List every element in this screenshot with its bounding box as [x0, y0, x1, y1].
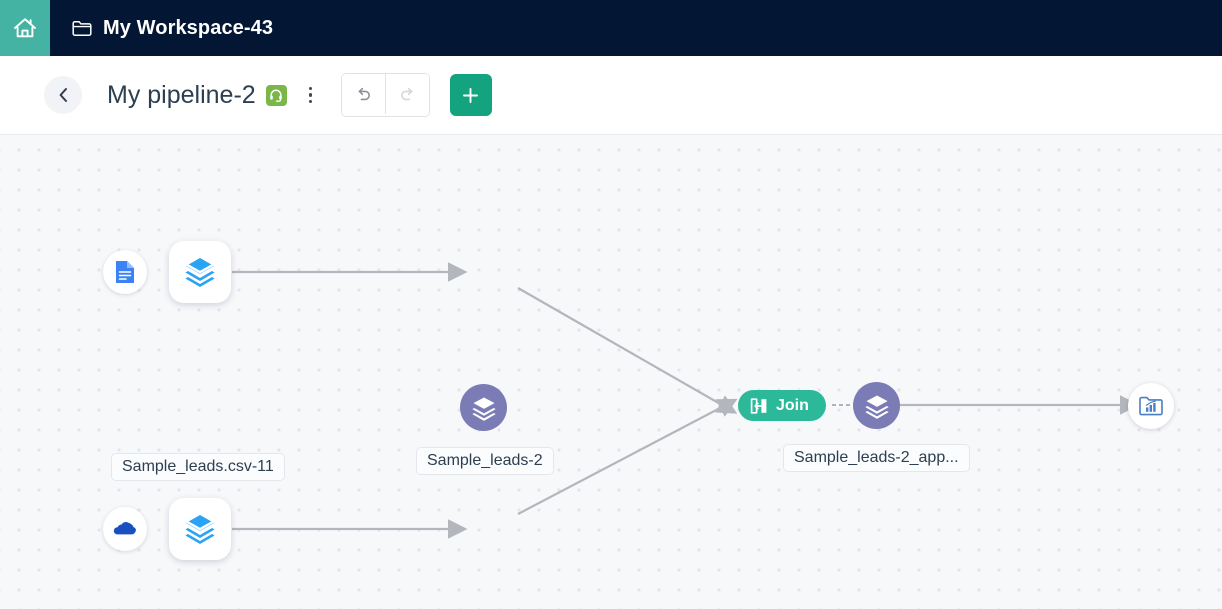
layers-stack-icon — [864, 394, 889, 419]
more-vertical-icon — [308, 86, 313, 91]
redo-icon — [400, 87, 413, 100]
layers-icon — [185, 258, 215, 287]
folder-chart-icon — [1139, 396, 1163, 416]
onedrive-cloud-icon — [113, 522, 136, 535]
top-header-bar: My Workspace-43 — [0, 0, 1222, 56]
undo-redo-group — [340, 73, 430, 117]
pipeline-toolbar: My pipeline-2 — [0, 56, 1222, 135]
home-icon — [14, 18, 36, 38]
workspace-title: My Workspace-43 — [103, 16, 274, 39]
undo-button[interactable] — [341, 74, 385, 114]
edge-trans2-join — [517, 398, 738, 515]
transform-node-sample-leads-2[interactable] — [460, 384, 507, 431]
node-label[interactable]: Sample_leads-2_app... — [783, 444, 970, 472]
pipeline-edges — [232, 262, 1140, 539]
chevron-left-icon — [59, 88, 67, 102]
join-label: Join — [776, 396, 809, 414]
node-label[interactable]: Sample_leads-2 — [416, 447, 554, 475]
pipeline-canvas[interactable]: Sample_leads.csv-11 Sample_leads-2 appen… — [0, 135, 1222, 609]
headset-icon — [270, 89, 282, 102]
transform-node-sample-leads-2-append[interactable] — [853, 382, 900, 429]
edge-trans1-join — [517, 287, 738, 414]
more-vertical-icon — [308, 99, 313, 104]
more-vertical-icon — [308, 93, 313, 97]
back-button[interactable] — [44, 76, 82, 114]
add-step-button[interactable] — [449, 74, 492, 116]
undo-icon — [358, 87, 370, 100]
redo-button[interactable] — [384, 74, 429, 114]
plus-icon — [463, 87, 479, 103]
dataset-node-append3[interactable] — [169, 498, 231, 560]
source-cloud-node[interactable] — [103, 507, 147, 551]
dataset-node-sample-leads[interactable] — [169, 241, 231, 303]
page-title: My pipeline-2 — [107, 80, 256, 109]
support-badge-button[interactable] — [265, 84, 287, 106]
layers-icon — [185, 515, 215, 544]
output-folder-node[interactable] — [1128, 383, 1174, 429]
document-icon — [116, 261, 134, 283]
folder-icon — [72, 20, 92, 36]
more-options-button[interactable] — [302, 82, 320, 108]
source-file-node[interactable] — [103, 250, 147, 294]
join-node[interactable]: Join — [738, 390, 826, 421]
join-icon — [750, 397, 767, 414]
layers-stack-icon — [471, 396, 496, 421]
workspace-breadcrumb[interactable]: My Workspace-43 — [72, 17, 273, 40]
node-label[interactable]: Sample_leads.csv-11 — [111, 453, 285, 481]
home-button[interactable] — [0, 0, 50, 56]
